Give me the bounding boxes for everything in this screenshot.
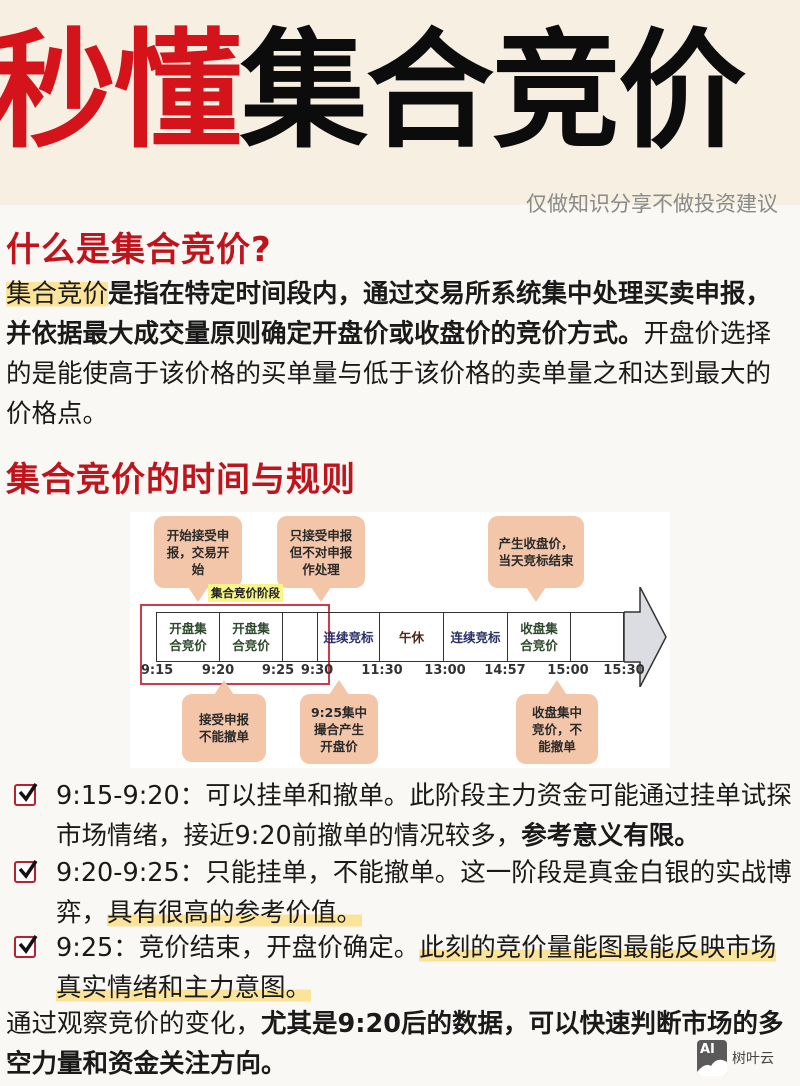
segment-continuous-am: 连续竞标 [317, 612, 379, 662]
tick-label: 9:20 [201, 663, 235, 678]
tick-label: 15:30 [603, 663, 645, 678]
segment-label: 开盘集合竞价 [169, 621, 207, 653]
segment-continuous-pm: 连续竞标 [443, 612, 507, 662]
bubble-text: 收盘集中竞价，不能撤单 [531, 704, 582, 754]
segment-label: 开盘集合竞价 [232, 621, 270, 653]
header-banner: 秒懂集合竞价 仅做知识分享不做投资建议 [0, 0, 800, 216]
bubble-text: 9:25集中撮合产生开盘价 [310, 704, 368, 754]
tick-label: 9:15 [140, 663, 174, 678]
disclaimer: 仅做知识分享不做投资建议 [526, 192, 778, 216]
bubble-text: 只接受申报但不对申报作处理 [289, 527, 353, 577]
segment-lunch: 午休 [379, 612, 443, 662]
checklist-text: 9:20-9:25：只能挂单，不能撤单。这一阶段是真金白银的实战博弈，具有很高的… [56, 853, 796, 933]
segment-label: 连续竞标 [450, 629, 501, 645]
auction-stage-label: 集合竞价阶段 [208, 584, 283, 602]
segment-gap [282, 612, 317, 662]
bubble-match-open: 9:25集中撮合产生开盘价 [300, 680, 378, 764]
logo-text: AI [700, 1042, 715, 1057]
tick-label: 13:00 [424, 663, 466, 678]
checklist-desc: 只能挂单，不能撤单。这一阶段是真金白银的实战博弈， [56, 858, 792, 928]
timeline-bar: 开盘集合竞价 开盘集合竞价 连续竞标 午休 连续竞标 收盘集合竞价 [156, 612, 624, 662]
title-red-part: 秒懂 [0, 17, 242, 166]
segment-after-close [570, 612, 624, 662]
ai-logo-icon: AI [697, 1040, 727, 1076]
watermark: AI 树叶云 [697, 1040, 774, 1076]
definition-paragraph: 集合竞价是指在特定时间段内，通过交易所系统集中处理买卖申报，并依据最大成交量原则… [6, 274, 792, 434]
auction-stage-frame [140, 604, 330, 685]
bubble-text: 产生收盘价，当天竞标结束 [498, 536, 574, 568]
checkbox-checked-icon [14, 783, 38, 806]
checklist-text: 9:15-9:20：可以挂单和撤单。此阶段主力资金可能通过挂单试探市场情绪，接近… [56, 776, 796, 856]
segment-label: 连续竞标 [323, 629, 374, 645]
checklist-time: 9:15-9:20： [56, 781, 206, 811]
segment-label: 收盘集合竞价 [520, 621, 558, 653]
conclusion-prefix: 通过观察竞价的变化， [6, 1009, 262, 1039]
watermark-text: 树叶云 [732, 1051, 774, 1067]
bubble-close-auction: 收盘集中竞价，不能撤单 [516, 680, 598, 764]
term-highlight: 集合竞价 [6, 279, 109, 309]
bubble-text: 开始接受申报，交易开始 [166, 527, 230, 577]
tick-label: 9:30 [300, 663, 334, 678]
bubble-start: 开始接受申报，交易开始 [154, 516, 242, 602]
tick-label: 9:25 [261, 663, 295, 678]
checklist-time: 9:20-9:25： [56, 858, 206, 888]
segment-label: 午休 [398, 629, 424, 645]
tick-label: 11:30 [361, 663, 403, 678]
page-title: 秒懂集合竞价 [0, 28, 746, 156]
section-heading-what: 什么是集合竞价? [6, 230, 272, 270]
segment-open-auction-1: 开盘集合竞价 [156, 612, 219, 662]
timeline-arrow-icon [624, 587, 667, 687]
checkbox-checked-icon [14, 935, 38, 958]
conclusion-paragraph: 通过观察竞价的变化，尤其是9:20后的数据，可以快速判断市场的多空力量和资金关注… [6, 1004, 792, 1084]
bubble-close: 产生收盘价，当天竞标结束 [488, 516, 584, 602]
tick-label: 14:57 [484, 663, 526, 678]
bubble-text: 接受申报不能撤单 [198, 712, 249, 744]
segment-open-auction-2: 开盘集合竞价 [219, 612, 282, 662]
segment-close-auction: 收盘集合竞价 [507, 612, 570, 662]
checkbox-checked-icon [14, 860, 38, 883]
checklist-time: 9:25： [56, 933, 139, 963]
checklist-desc: 可以挂单和撤单。此阶段主力资金可能通过挂单试探市场情绪，接近9:20前撤单的情况… [56, 781, 792, 851]
tick-label: 15:00 [547, 663, 589, 678]
conclusion-bold: 尤其是9:20后的数据，可以快速判断市场的多空力量和资金关注方向。 [6, 1009, 784, 1079]
checklist-text: 9:25：竞价结束，开盘价确定。此刻的竞价量能图最能反映市场真实情绪和主力意图。 [56, 928, 796, 1008]
bubble-accept-only: 只接受申报但不对申报作处理 [277, 516, 365, 602]
bubble-no-cancel: 接受申报不能撤单 [182, 680, 266, 762]
definition-rest: 开盘价选择的是能使高于该价格的买单量与低于该价格的卖单量之和达到最大的价格点。 [6, 319, 772, 429]
definition-bold: 是指在特定时间段内，通过交易所系统集中处理买卖申报，并依据最大成交量原则确定开盘… [6, 279, 772, 349]
section-heading-rules: 集合竞价的时间与规则 [6, 460, 356, 500]
checklist-emphasis: 参考意义有限。 [521, 821, 700, 851]
checklist-desc: 竞价结束，开盘价确定。 [138, 933, 420, 963]
checklist-highlight: 具有很高的参考价值。 [107, 898, 363, 928]
title-black-part: 集合竞价 [240, 17, 746, 166]
